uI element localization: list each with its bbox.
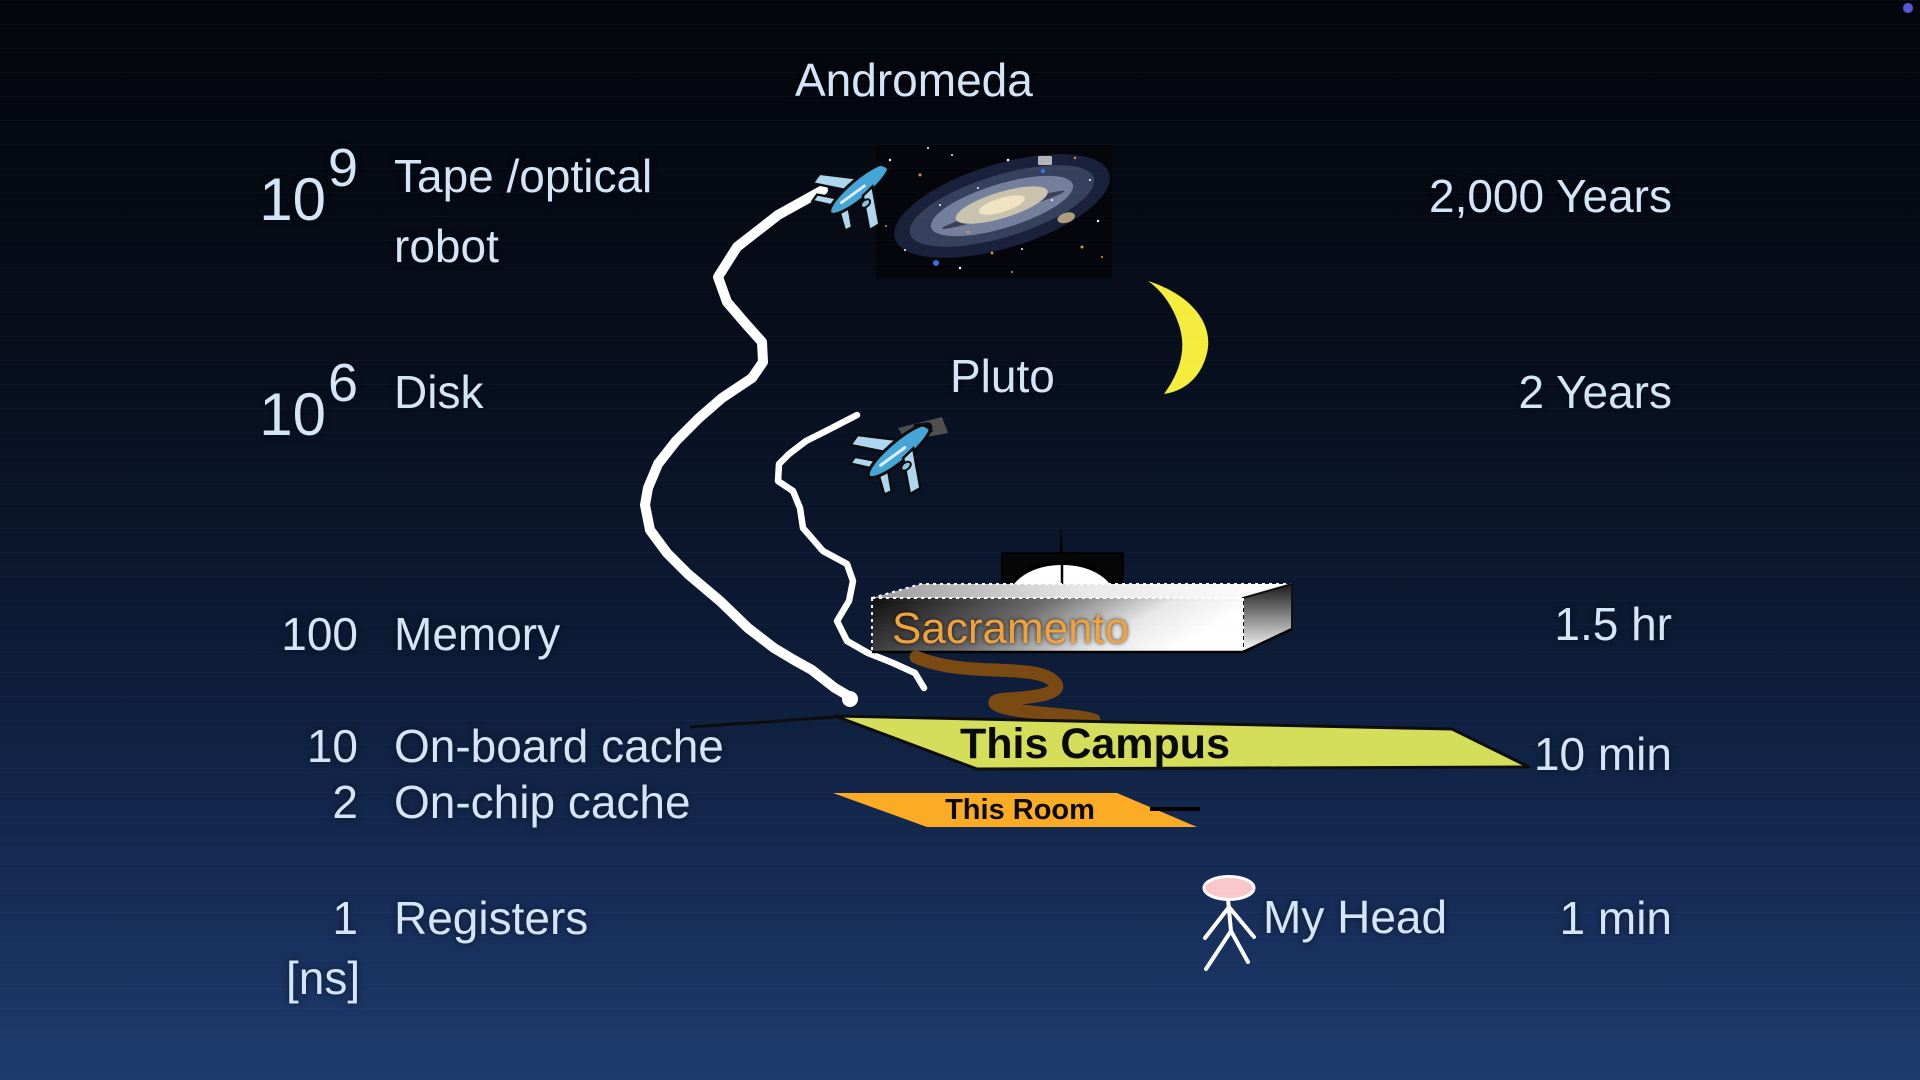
component-label-onchip: On-chip cache [394, 776, 691, 828]
andromeda-galaxy-image [876, 145, 1112, 278]
room-banner [833, 793, 1197, 827]
time-analogy-registers: 1 min [1559, 892, 1672, 944]
latency-value-memory: 100 [281, 608, 358, 660]
latency-value-onboard: 10 [306, 720, 358, 772]
time-analogy-disk: 2 Years [1518, 366, 1672, 418]
landmark-label-pluto: Pluto [950, 350, 1055, 402]
capitol-building-illustration [871, 526, 1293, 654]
stick-figure-icon [1202, 875, 1256, 971]
unit-label-ns: [ns] [286, 952, 361, 1004]
landmark-label-sacramento: Sacramento [892, 604, 1130, 653]
latency-value-registers: 1 [332, 892, 358, 944]
component-label-tape-line2: robot [394, 220, 499, 272]
corner-indicator-dot [1903, 3, 1913, 13]
galaxy-watermark-icon [1038, 156, 1052, 165]
landmark-label-myhead: My Head [1263, 891, 1448, 943]
latency-exponent: 9 [327, 138, 358, 198]
latency-value-disk: 106 [259, 355, 358, 448]
component-label-memory: Memory [394, 608, 561, 660]
landmark-label-andromeda: Andromeda [795, 54, 1033, 106]
latency-base: 10 [259, 381, 326, 448]
trail-end-blob [842, 691, 858, 707]
time-analogy-tape: 2,000 Years [1428, 170, 1672, 222]
campus-banner [833, 714, 1531, 771]
time-analogy-memory: 1.5 hr [1554, 598, 1672, 650]
component-label-registers: Registers [394, 892, 589, 944]
landmark-label-campus: This Campus [960, 720, 1230, 768]
crescent-moon-icon [1148, 281, 1209, 394]
airplane-trail-short [774, 411, 928, 692]
component-label-disk: Disk [394, 366, 484, 418]
airplane-trail-long [640, 185, 857, 703]
campus-banner-edge-line [689, 715, 837, 729]
latency-value-tape: 109 [259, 140, 358, 233]
river-illustration [909, 650, 1101, 727]
component-label-tape-line1: Tape /optical [394, 150, 653, 202]
component-label-onboard: On-board cache [394, 720, 724, 772]
time-analogy-onboard: 10 min [1533, 728, 1672, 780]
landmark-label-room: This Room [945, 794, 1095, 826]
latency-base: 10 [259, 166, 326, 233]
latency-exponent: 6 [327, 353, 358, 413]
latency-value-onchip: 2 [332, 776, 358, 828]
